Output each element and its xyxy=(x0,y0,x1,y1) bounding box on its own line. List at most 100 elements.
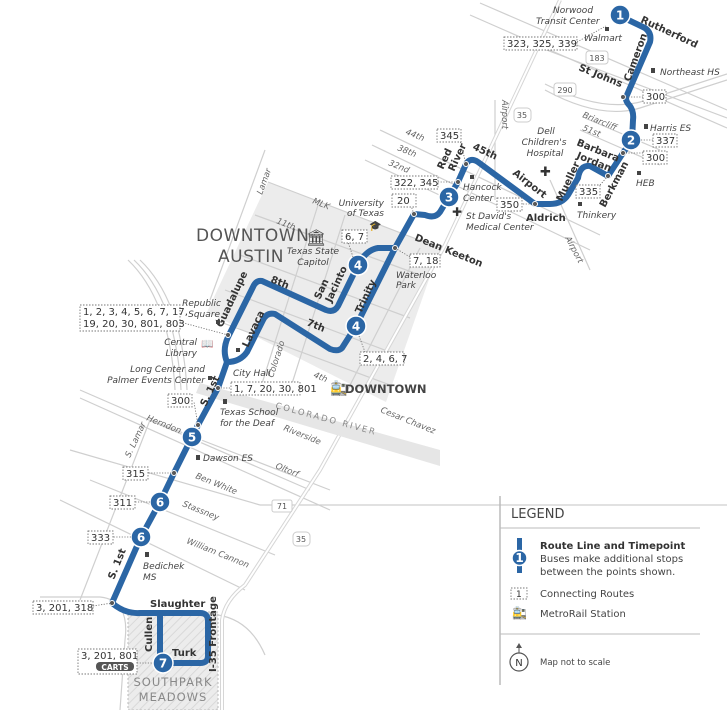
map-label: 35 xyxy=(296,535,306,544)
timepoint-3[interactable]: 3 xyxy=(438,186,460,208)
map-label: Walmart xyxy=(584,34,622,44)
map-label: Stassney xyxy=(181,500,221,524)
map-label: 3, 201, 318 xyxy=(36,603,93,614)
map-label: 1, 7, 20, 30, 801 xyxy=(234,384,317,395)
map-label: 315 xyxy=(126,469,145,480)
map-label: Library xyxy=(166,349,198,359)
map-label: Transit Center xyxy=(536,17,601,27)
timepoint-5[interactable]: 5 xyxy=(181,426,203,448)
shield-71: 71 xyxy=(271,499,293,513)
map-label: 44th xyxy=(404,128,426,145)
map-label: Harris ES xyxy=(650,124,691,134)
map-label: Norwood xyxy=(553,6,593,16)
map-label: 290 xyxy=(557,86,572,95)
map-label: 300 xyxy=(171,396,190,407)
map-label: University xyxy=(339,199,385,209)
timepoint-7[interactable]: 7 xyxy=(152,652,174,674)
map-label: 1 xyxy=(516,590,522,600)
map-label: 1, 2, 3, 4, 5, 6, 7, 17, xyxy=(83,307,188,318)
shield-290: 290 xyxy=(553,82,577,97)
timepoint-2[interactable]: 2 xyxy=(620,129,642,151)
timepoint-1[interactable]: 1 xyxy=(609,4,631,26)
map-label: 337 xyxy=(656,136,675,147)
map-label: 323, 325, 339 xyxy=(507,39,577,50)
shield-35-south: 35 xyxy=(292,531,311,547)
map-label: 1 xyxy=(616,9,624,23)
map-label: 6 xyxy=(137,531,145,545)
map-label: Medical Center xyxy=(466,223,535,233)
map-label: Aldrich xyxy=(526,213,566,224)
map-label: 4th xyxy=(312,371,329,386)
map-label: Long Center and xyxy=(130,365,205,375)
map-label: Hospital xyxy=(527,149,564,159)
timepoint-4-san-jacinto[interactable]: 4 xyxy=(347,254,369,276)
map-label: St David's xyxy=(466,212,512,222)
map-label: 2 xyxy=(627,134,635,148)
map-label: Bedichek xyxy=(143,562,185,572)
map-label: of Texas xyxy=(347,209,384,219)
shield-35-north: 35 xyxy=(513,107,532,123)
map-label: Slaughter xyxy=(150,599,205,610)
hospital-icon: ✚ xyxy=(452,205,462,219)
downtown-austin-label: DOWNTOWN xyxy=(196,226,309,246)
map-label: 335 xyxy=(579,187,598,198)
library-icon: 📖 xyxy=(201,339,213,350)
map-label: Square xyxy=(188,310,220,320)
map-label: 32nd xyxy=(387,159,411,177)
legend-timepoint-icon: 1 xyxy=(511,549,528,567)
map-label: Airport xyxy=(562,234,585,266)
map-label: S. Lamar xyxy=(124,420,149,459)
map-label: Palmer Events Center xyxy=(107,376,206,386)
map-label: Dell xyxy=(537,127,555,137)
capitol-icon: 🏛 xyxy=(306,228,326,247)
map-label: Children's xyxy=(522,138,567,148)
legend: LEGEND 1 Route Line and Timepoint Buses … xyxy=(499,496,700,685)
map-label: 6 xyxy=(156,496,164,510)
legend-route-title: Route Line and Timepoint xyxy=(540,541,685,552)
map-label: 7, 18 xyxy=(413,256,438,267)
map-label: Park xyxy=(396,281,417,291)
downtown-station-label: DOWNTOWN xyxy=(345,382,427,396)
map-label: Waterloo xyxy=(396,271,437,281)
metrorail-icon: 🚉 xyxy=(330,380,347,397)
timepoint-4-trinity[interactable]: 4 xyxy=(345,315,367,337)
map-label: Central xyxy=(164,338,197,348)
map-label: Hancock xyxy=(463,183,502,193)
timepoint-6-william-cannon[interactable]: 6 xyxy=(130,526,152,548)
map-label: 350 xyxy=(500,200,519,211)
map-label: 322, 345 xyxy=(394,178,439,189)
map-label: Cullen xyxy=(144,617,155,652)
map-label: 300 xyxy=(646,153,665,164)
map-label: I-35 Frontage xyxy=(208,596,219,672)
downtown-austin-label: AUSTIN xyxy=(218,247,284,267)
map-label: St Johns xyxy=(577,63,624,91)
timepoint-6-stassney[interactable]: 6 xyxy=(149,491,171,513)
map-label: Thinkery xyxy=(577,211,617,221)
map-label: 35 xyxy=(517,111,527,120)
map-label: Airport xyxy=(499,99,509,130)
map-label: 3, 201, 801 xyxy=(81,651,138,662)
map-label: 19, 20, 30, 801, 803 xyxy=(83,319,185,330)
map-label: 300 xyxy=(646,92,665,103)
map-label: HEB xyxy=(636,179,655,189)
map-label: 4 xyxy=(352,320,360,334)
map-label: 71 xyxy=(277,502,287,511)
map-label: 311 xyxy=(113,498,132,509)
place-labels: Norwood Transit Center Walmart Northeast… xyxy=(107,6,720,583)
map-label: Republic xyxy=(182,299,221,309)
map-label: Dawson ES xyxy=(203,454,253,464)
map-label: 6, 7 xyxy=(345,232,364,243)
map-label: 1 xyxy=(515,551,523,565)
legend-connecting: Connecting Routes xyxy=(540,589,634,600)
map-label: City Hall xyxy=(233,369,271,379)
map-label: Cesar Chavez xyxy=(379,406,437,437)
map-label: N xyxy=(515,658,522,669)
map-label: Texas State xyxy=(287,247,340,257)
southpark-label: MEADOWS xyxy=(139,690,208,704)
map-label: 20 xyxy=(397,196,410,207)
map-label: 2, 4, 6, 7 xyxy=(363,354,408,365)
map-label: Turk xyxy=(172,648,197,659)
carts-logo: CARTS xyxy=(101,663,128,672)
map-label: Center xyxy=(463,194,495,204)
map-label: 5 xyxy=(188,431,196,445)
